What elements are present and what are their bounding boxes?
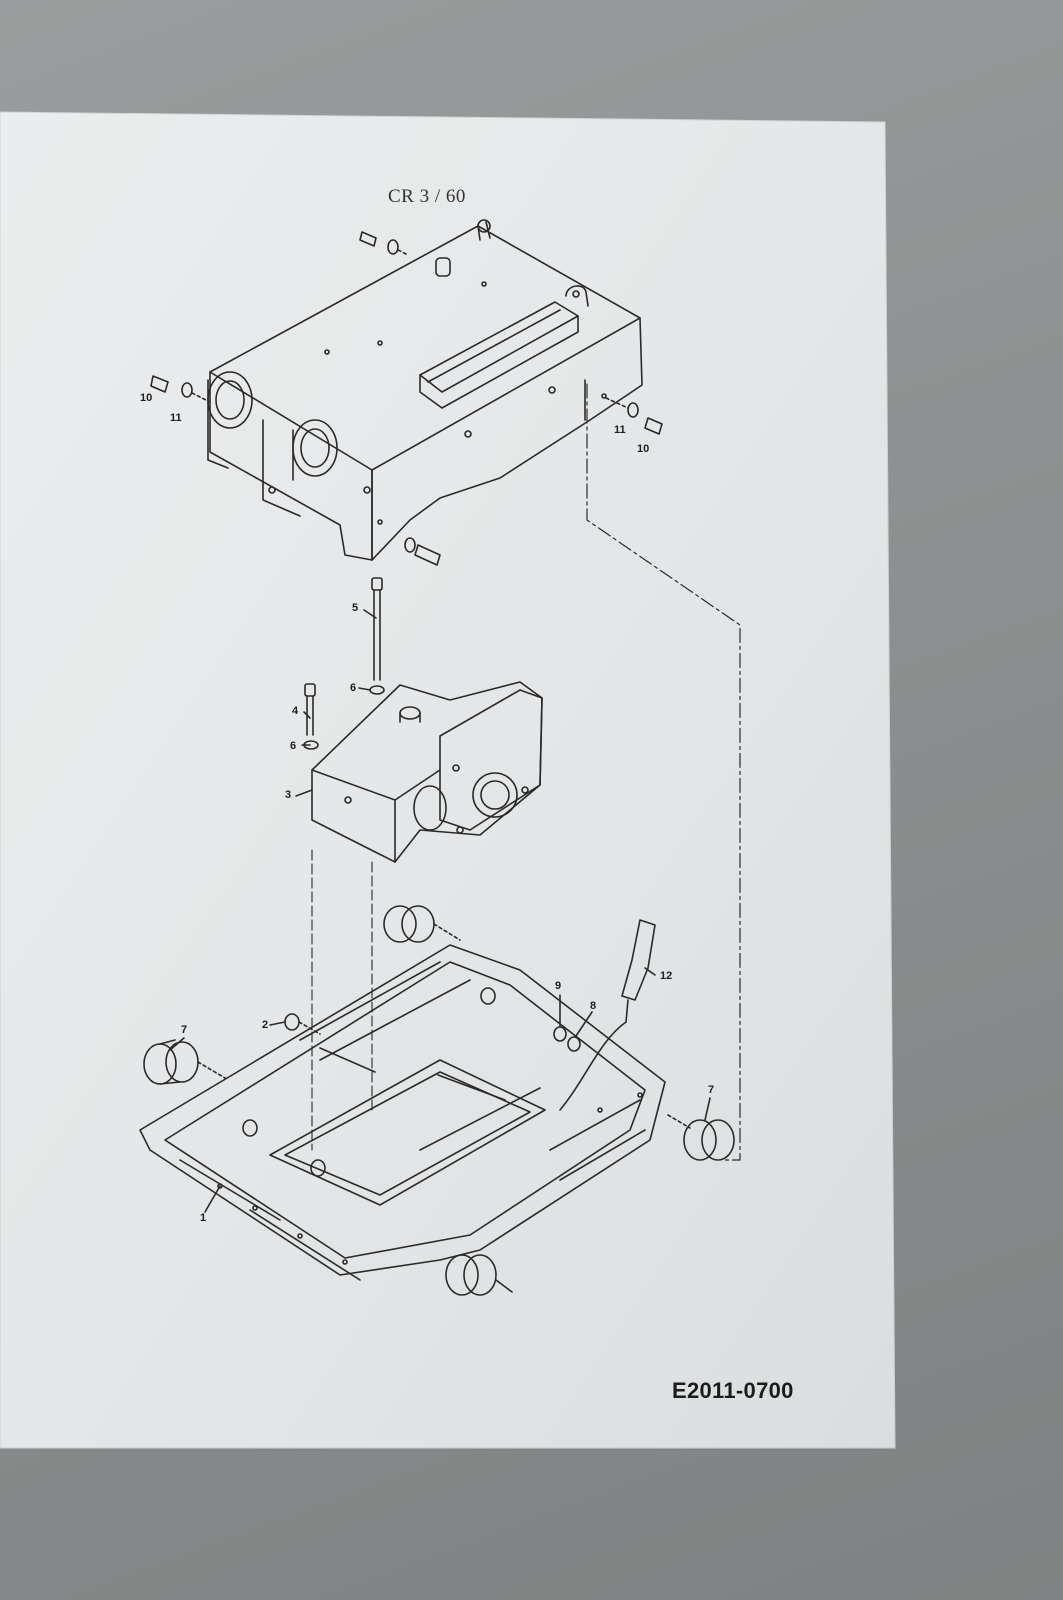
callout-7b: 7 [708,1084,715,1096]
drawing-caption: CR 3 / 60 [388,186,466,207]
callout-3: 3 [285,789,292,801]
callout-1: 1 [200,1212,207,1224]
rubber-mounts [143,905,735,1296]
callout-6a: 6 [350,682,357,694]
callout-2: 2 [262,1019,269,1031]
grease-tube-12 [559,919,656,1111]
callout-7a: 7 [181,1024,188,1036]
callout-12: 12 [660,970,673,982]
document-number: E2011-0700 [672,1378,794,1403]
callout-9: 9 [555,980,562,992]
callout-10a: 10 [140,392,153,404]
bolts-upper [150,231,663,566]
callout-11b: 11 [614,424,626,436]
callout-6b: 6 [290,740,297,752]
upper-frame-drawing [207,219,643,561]
callout-5: 5 [352,602,359,614]
gearbox-drawing [311,681,543,863]
callout-10b: 10 [637,443,650,455]
callout-8: 8 [590,1000,597,1012]
nuts-8-9 [242,987,581,1177]
callout-4: 4 [292,705,299,717]
callout-11a: 11 [170,412,182,424]
base-plate-drawing [139,944,666,1281]
